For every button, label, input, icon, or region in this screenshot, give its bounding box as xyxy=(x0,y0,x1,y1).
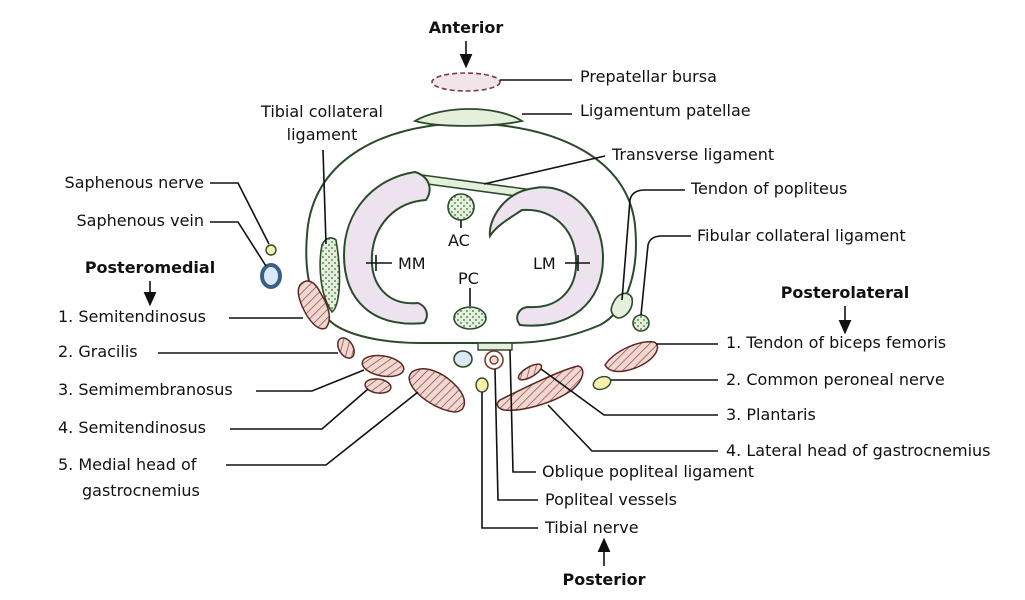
posterolateral-label: Posterolateral xyxy=(781,283,910,302)
semitendinosus-4 xyxy=(364,378,392,394)
popliteal-artery-inner xyxy=(489,355,499,365)
transverse-ligament-leader xyxy=(483,155,606,185)
saphenous-nerve-leader xyxy=(210,182,270,245)
ac-label: AC xyxy=(448,231,470,250)
lm-label: LM xyxy=(533,254,556,273)
posterior-label: Posterior xyxy=(563,570,646,589)
popliteal-vessels-label: Popliteal vessels xyxy=(545,490,677,509)
ligamentum-patellae xyxy=(412,108,525,127)
posteromedial-item-2: 2. Gracilis xyxy=(58,342,138,361)
fibular-collateral-leader xyxy=(640,235,691,316)
tibial-collateral-label-1: Tibial collateral xyxy=(260,102,383,121)
posteromedial-item-5b: gastrocnemius xyxy=(82,481,200,500)
pc-label: PC xyxy=(458,269,479,288)
oblique-popliteal-ligament xyxy=(477,342,513,351)
posteromedial-item-5a: 5. Medial head of xyxy=(58,455,197,474)
anterior-cruciate-ligament xyxy=(447,193,475,221)
prepatellar-bursa xyxy=(431,72,501,92)
tibial-collateral-leader xyxy=(322,149,327,245)
oblique-popliteal-leader xyxy=(509,349,536,473)
ligamentum-patellae-label: Ligamentum patellae xyxy=(580,101,751,120)
posteromedial-label: Posteromedial xyxy=(85,258,215,277)
posterolateral-leader-4 xyxy=(547,404,718,452)
tibial-nerve xyxy=(475,377,489,393)
lateral-meniscus xyxy=(488,186,605,327)
saphenous-vein-leader xyxy=(210,221,267,267)
posterolateral-leader-3 xyxy=(540,368,718,416)
tendon-of-biceps-femoris xyxy=(604,341,659,373)
saphenous-vein-label: Saphenous vein xyxy=(77,211,205,230)
tendon-of-popliteus-leader xyxy=(621,189,685,301)
posterolateral-item-1: 1. Tendon of biceps femoris xyxy=(726,333,946,352)
posteromedial-item-1: 1. Semitendinosus xyxy=(58,307,206,326)
tibial-collateral-label-2: ligament xyxy=(287,125,358,144)
fibular-collateral-ligament xyxy=(632,314,650,332)
plantaris xyxy=(517,363,543,381)
popliteal-vein xyxy=(453,350,473,368)
semitendinosus-1 xyxy=(297,280,331,330)
posteromedial-leader-5 xyxy=(226,391,419,466)
posteromedial-leader-4 xyxy=(230,388,369,430)
medial-meniscus xyxy=(342,170,431,325)
oblique-popliteal-label: Oblique popliteal ligament xyxy=(542,462,754,481)
tendon-of-popliteus-label: Tendon of popliteus xyxy=(690,179,847,198)
popliteal-vessels-leader xyxy=(494,368,538,501)
fibular-collateral-label: Fibular collateral ligament xyxy=(697,226,906,245)
transverse-ligament-label: Transverse ligament xyxy=(611,145,774,164)
posterior-cruciate-ligament xyxy=(453,306,487,330)
tibial-nerve-label: Tibial nerve xyxy=(544,518,639,537)
prepatellar-bursa-label: Prepatellar bursa xyxy=(580,67,717,86)
posteromedial-item-4: 4. Semitendinosus xyxy=(58,418,206,437)
tibial-collateral-ligament xyxy=(319,237,341,314)
tibial-nerve-leader xyxy=(481,392,538,529)
medial-head-gastrocnemius xyxy=(408,368,466,413)
saphenous-nerve xyxy=(265,244,277,256)
mm-label: MM xyxy=(398,254,426,273)
gracilis xyxy=(337,337,355,359)
posterolateral-item-2: 2. Common peroneal nerve xyxy=(726,370,945,389)
semimembranosus xyxy=(361,354,405,378)
posterolateral-item-3: 3. Plantaris xyxy=(726,405,816,424)
common-peroneal-nerve xyxy=(592,375,612,391)
posteromedial-item-3: 3. Semimembranosus xyxy=(58,380,233,399)
saphenous-nerve-label: Saphenous nerve xyxy=(65,173,204,192)
saphenous-vein xyxy=(260,263,282,289)
anterior-label: Anterior xyxy=(429,18,504,37)
posterolateral-item-4: 4. Lateral head of gastrocnemius xyxy=(726,441,991,460)
posteromedial-leader-3 xyxy=(256,369,365,392)
